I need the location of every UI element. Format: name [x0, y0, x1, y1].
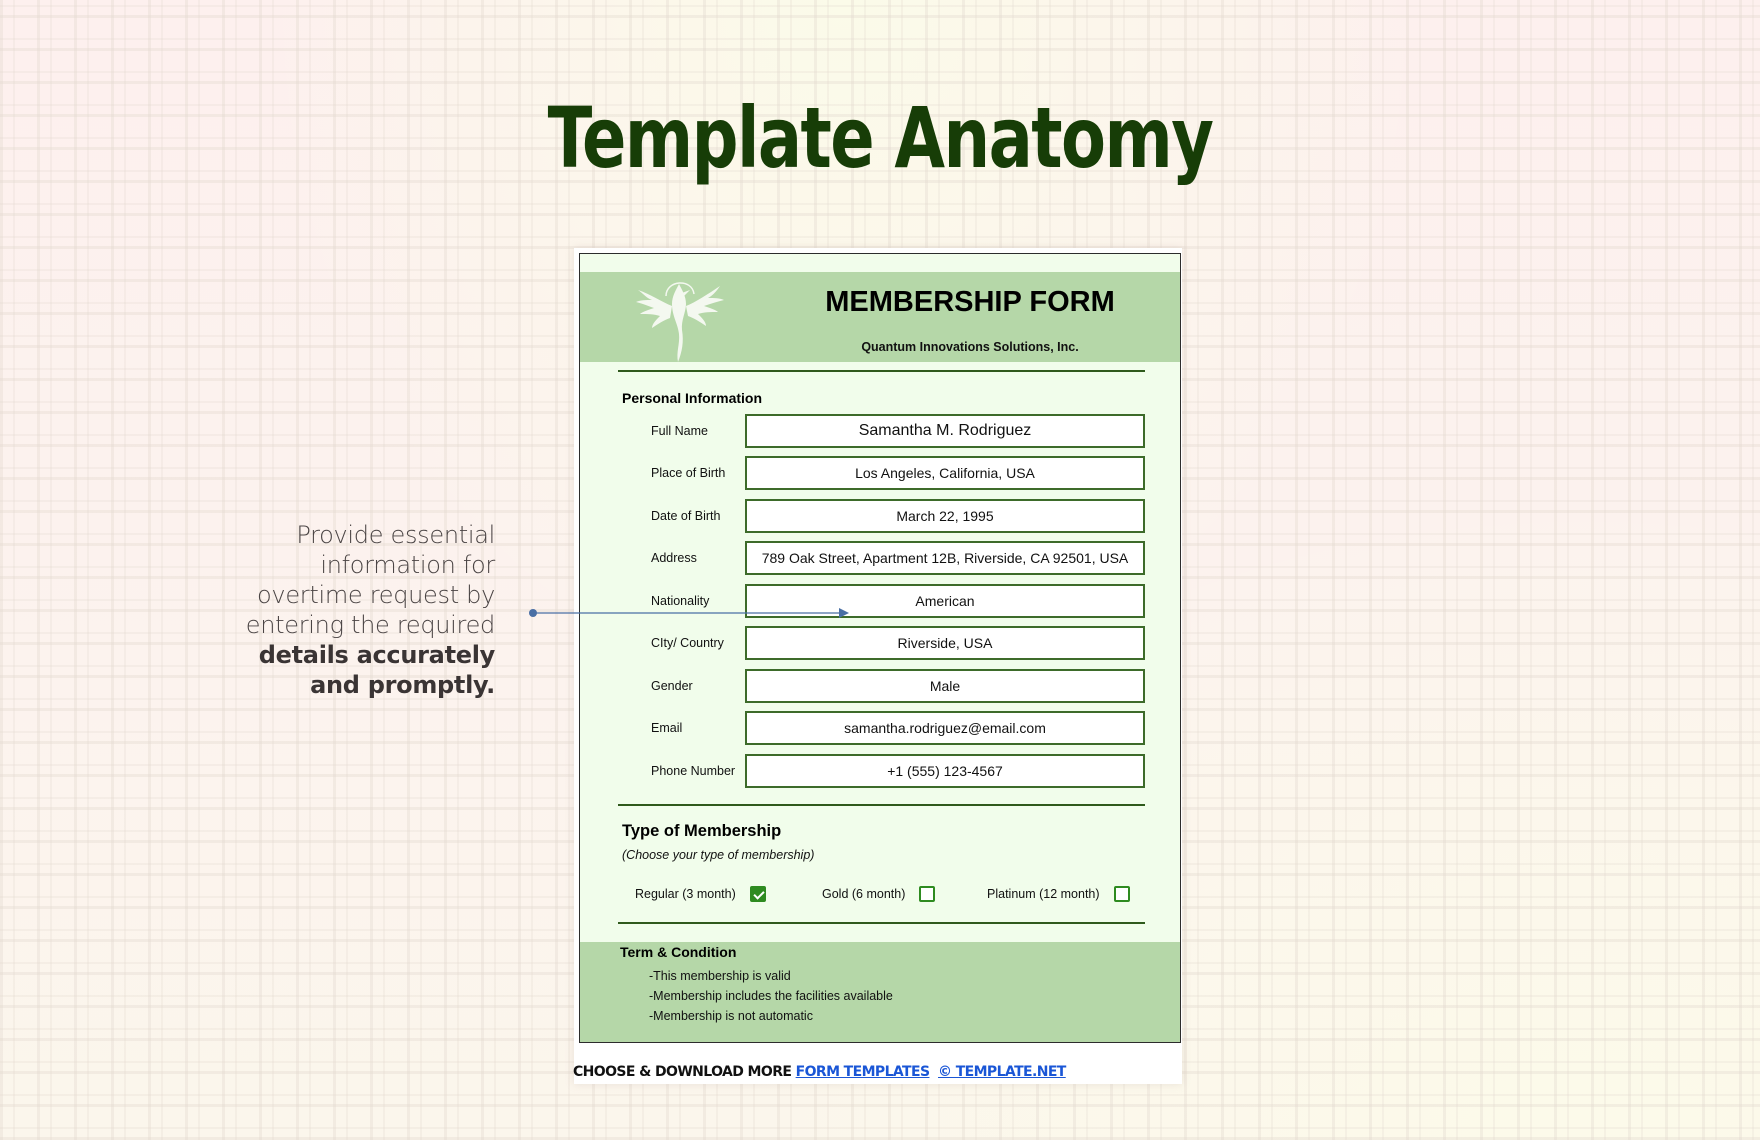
footer-prefix: CHOOSE & DOWNLOAD MORE	[573, 1064, 792, 1080]
form-title: MEMBERSHIP FORM	[825, 286, 1115, 318]
date-of-birth-field[interactable]: March 22, 1995	[745, 499, 1145, 533]
divider	[618, 922, 1145, 924]
annotation-line: Provide essential	[296, 521, 495, 549]
annotation-line-bold: details accurately	[258, 641, 496, 669]
annotation-line-bold: and promptly.	[310, 671, 495, 699]
form-header-band: MEMBERSHIP FORM Quantum Innovations Solu…	[580, 272, 1180, 362]
membership-subtitle: (Choose your type of membership)	[622, 848, 815, 862]
label-place-of-birth: Place of Birth	[651, 466, 726, 480]
label-city-country: CIty/ Country	[651, 636, 724, 650]
terms-list: -This membership is valid -Membership in…	[649, 966, 893, 1026]
checkbox-unchecked-icon[interactable]	[919, 886, 936, 902]
label-address: Address	[651, 551, 697, 565]
terms-item: -Membership includes the facilities avai…	[649, 989, 893, 1003]
checkbox-unchecked-icon[interactable]	[1113, 886, 1130, 902]
divider	[618, 804, 1145, 806]
template-net-link[interactable]: © TEMPLATE.NET	[938, 1064, 1066, 1080]
annotation-line: entering the required	[245, 611, 496, 639]
full-name-field[interactable]: Samantha M. Rodriguez	[745, 414, 1145, 448]
company-name: Quantum Innovations Solutions, Inc.	[861, 340, 1079, 354]
checkbox-checked-icon[interactable]	[749, 886, 766, 902]
annotation-line: overtime request by	[257, 581, 495, 609]
annotation-callout: Provide essential information for overti…	[200, 520, 496, 700]
email-field[interactable]: samantha.rodriguez@email.com	[745, 711, 1145, 745]
nationality-field[interactable]: American	[745, 584, 1145, 618]
divider	[618, 370, 1145, 372]
terms-title: Term & Condition	[620, 944, 737, 960]
form-templates-link[interactable]: FORM TEMPLATES	[795, 1064, 930, 1080]
label-email: Email	[651, 721, 683, 735]
place-of-birth-field[interactable]: Los Angeles, California, USA	[745, 456, 1145, 490]
label-nationality: Nationality	[651, 594, 710, 608]
membership-option-regular[interactable]: Regular (3 month)	[635, 886, 766, 902]
label-full-name: Full Name	[651, 424, 708, 438]
annotation-line: information for	[320, 551, 495, 579]
label-date-of-birth: Date of Birth	[651, 509, 721, 523]
gender-field[interactable]: Male	[745, 669, 1145, 703]
label-gender: Gender	[651, 679, 693, 693]
membership-option-platinum[interactable]: Platinum (12 month)	[987, 886, 1130, 902]
option-label: Regular (3 month)	[635, 887, 736, 901]
page-title: Template Anatomy	[547, 89, 1214, 187]
membership-option-gold[interactable]: Gold (6 month)	[822, 886, 936, 902]
footer-credit: CHOOSE & DOWNLOAD MORE FORM TEMPLATES © …	[573, 1064, 1066, 1080]
section-title-personal: Personal Information	[622, 390, 763, 406]
phone-number-field[interactable]: +1 (555) 123-4567	[745, 754, 1145, 788]
section-title-membership: Type of Membership	[622, 822, 782, 840]
terms-item: -This membership is valid	[649, 969, 791, 983]
arrowhead-icon	[839, 608, 849, 618]
terms-band: Term & Condition -This membership is val…	[580, 942, 1180, 1042]
terms-item: -Membership is not automatic	[649, 1009, 813, 1023]
label-phone-number: Phone Number	[651, 764, 736, 778]
annotation-connector-arrow	[529, 608, 849, 618]
address-field[interactable]: 789 Oak Street, Apartment 12B, Riverside…	[745, 541, 1145, 575]
option-label: Platinum (12 month)	[987, 887, 1100, 901]
city-country-field[interactable]: Riverside, USA	[745, 626, 1145, 660]
phoenix-logo-icon	[636, 282, 724, 362]
option-label: Gold (6 month)	[822, 887, 906, 901]
membership-form: MEMBERSHIP FORM Quantum Innovations Solu…	[579, 253, 1181, 1043]
